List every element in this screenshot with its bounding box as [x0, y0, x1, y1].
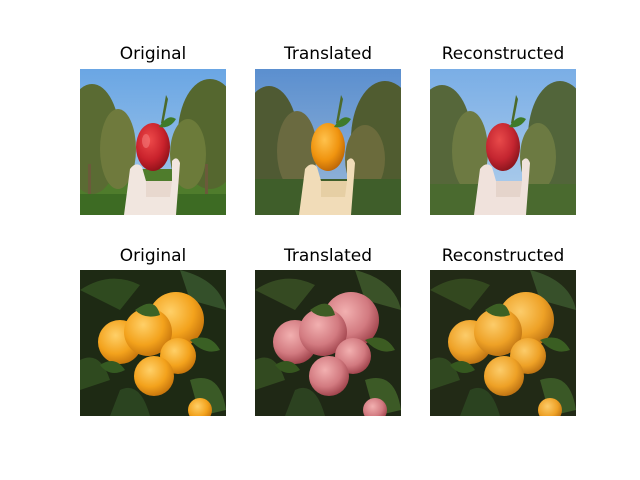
panel-title-row2-col1: Original	[119, 246, 187, 266]
orange-original-photo	[80, 270, 226, 416]
panel-title-row1-col2: Translated	[284, 44, 372, 64]
apple-original-photo	[80, 69, 226, 215]
orange-reconstructed-photo	[430, 270, 576, 416]
panel-title-row2-col2: Translated	[284, 246, 372, 266]
orange-translated-to-apple-photo	[255, 270, 401, 416]
panel-title-row1-col3: Reconstructed	[441, 44, 565, 64]
panel-title-row2-col3: Reconstructed	[441, 246, 565, 266]
apple-translated-to-orange-photo	[255, 69, 401, 215]
panel-title-row1-col1: Original	[119, 44, 187, 64]
apple-reconstructed-photo	[430, 69, 576, 215]
